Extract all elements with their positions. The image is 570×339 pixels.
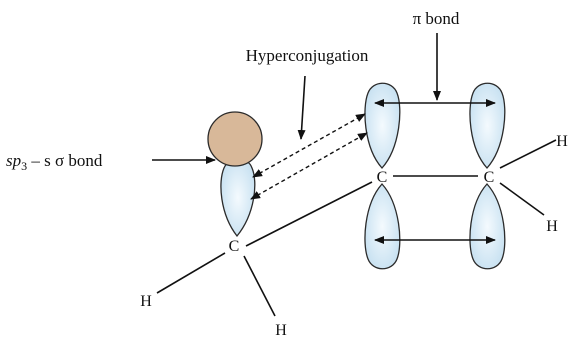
carbon-methyl-label: C — [229, 238, 240, 255]
hyperconjugation-arrow-lower — [250, 132, 368, 200]
bond-methyl-c-to-h-bottom — [243, 255, 276, 317]
p-orbitals — [220, 82, 506, 270]
carbon-alkene-left-label: C — [377, 169, 388, 186]
bond-lines — [156, 139, 557, 317]
hydrogen-bottom-left-label: H — [140, 293, 152, 310]
hyperconjugation-arrow-upper — [252, 113, 366, 178]
bond-methyl-c-to-h-bottom-left — [156, 252, 226, 294]
label-pointers — [152, 33, 441, 164]
sp3-lobe-methyl — [220, 158, 256, 238]
hydrogen-right-top-label: H — [556, 133, 568, 150]
hydrogen-right-bottom-label: H — [546, 218, 558, 235]
hydrogen-bottom-label: H — [275, 322, 287, 339]
pi-overlap-arrows — [374, 99, 496, 244]
p-orbital-lobe-right-lower — [469, 183, 506, 270]
sigma-bond-label-sp: sp — [6, 151, 21, 170]
bond-right-c-to-h-bottom — [499, 182, 545, 216]
sigma-bond-label-subscript: 3 — [21, 159, 27, 173]
hyperconjugation-label: Hyperconjugation — [246, 46, 369, 65]
hydrogen-s-orbital — [207, 111, 263, 167]
hyperconjugation-pointer — [297, 75, 306, 140]
hyperconjugation-arrows — [250, 113, 368, 200]
pi-bond-label: π bond — [413, 9, 460, 28]
sigma-bond-label-rest: – s σ bond — [27, 151, 103, 170]
sigma-bond-label: sp3 – s σ bond — [6, 151, 103, 173]
bond-right-c-to-h-top — [499, 139, 557, 169]
p-orbital-lobe-left-lower — [364, 183, 401, 270]
carbon-alkene-right-label: C — [484, 169, 495, 186]
p-orbital-lobe-right-upper — [469, 82, 506, 169]
p-orbital-lobe-left-upper — [364, 82, 401, 169]
